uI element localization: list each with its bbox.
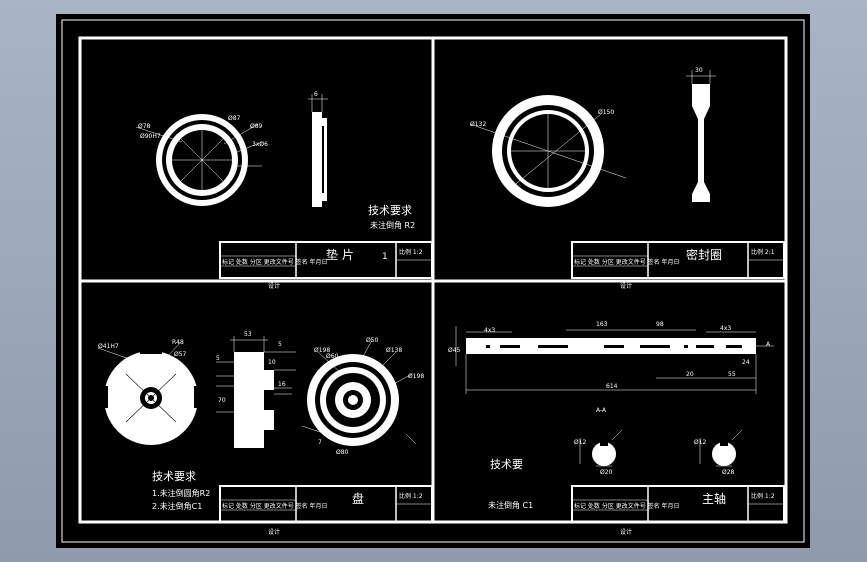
dim-label: Ø45 — [448, 347, 461, 354]
dim-label: 614 — [606, 383, 618, 390]
dim-label: 5 — [216, 355, 220, 362]
dim-label: 10 — [268, 359, 276, 366]
dim-label: 6 — [314, 91, 318, 98]
title-block-columns: 标记 处数 分区 更改文件号 签名 年月日 — [222, 258, 328, 266]
seal-ring-side-view — [692, 84, 710, 202]
part-name: 主轴 — [702, 491, 726, 506]
tech-requirements-note: 2.未注倒角C1 — [152, 501, 202, 511]
tech-requirements-note: 未注倒角 R2 — [370, 220, 415, 230]
panel-seal-ring: Ø132 Ø150 30 标记 处数 分区 更改文件号 签名 年月日 密封圈 比… — [469, 67, 785, 290]
dim-label: Ø57 — [174, 351, 187, 358]
dim-label: Ø50 — [366, 337, 379, 344]
panel-disc: Ø41H7 R48 Ø57 53 5 10 5 16 70 — [97, 331, 433, 536]
tech-requirements-title: 技术要 — [490, 458, 523, 471]
dim-label: 53 — [244, 331, 252, 338]
part-name: 垫 片 — [326, 247, 354, 262]
tech-requirements-title: 技术要求 — [368, 204, 412, 217]
dim-label: 98 — [656, 321, 664, 328]
dim-label: 163 — [596, 321, 608, 328]
drawing-sheet: Ø78 Ø87 Ø89 Ø90H7 3xØ6 6 技术要求 未注倒角 R2 标记… — [56, 14, 810, 548]
title-block-columns: 标记 处数 分区 更改文件号 签名 年月日 — [222, 502, 328, 510]
dim-label: Ø60 — [326, 353, 339, 360]
dim-label: A — [766, 341, 771, 348]
dim-label: 4x3 — [484, 327, 495, 334]
tech-requirements-note: 1.未注倒圆角R2 — [152, 488, 210, 498]
title-block-columns: 标记 处数 分区 更改文件号 签名 年月日 — [574, 502, 680, 510]
dim-label: 5 — [278, 341, 282, 348]
dim-label: Ø12 — [574, 439, 587, 446]
disc-side-view — [234, 352, 264, 448]
dim-label: Ø80 — [336, 449, 349, 456]
cad-drawing: Ø78 Ø87 Ø89 Ø90H7 3xØ6 6 技术要求 未注倒角 R2 标记… — [61, 19, 805, 543]
panel-gasket: Ø78 Ø87 Ø89 Ø90H7 3xØ6 6 技术要求 未注倒角 R2 标记… — [135, 91, 433, 290]
dim-label: R48 — [172, 339, 184, 346]
dim-label: Ø87 — [228, 115, 241, 122]
dim-label: 30 — [695, 67, 703, 74]
dim-label: Ø41H7 — [98, 343, 119, 350]
dim-label: Ø89 — [250, 123, 263, 130]
dim-label: Ø132 — [470, 121, 486, 128]
dim-label: Ø90H7 — [140, 133, 161, 140]
part-count: 1 — [382, 252, 388, 262]
dim-label: Ø198 — [408, 373, 424, 380]
dim-label: Ø20 — [600, 469, 613, 476]
dim-label: 4x3 — [720, 325, 731, 332]
title-block-footer: 设计 — [620, 282, 632, 290]
dim-label: 20 — [686, 371, 694, 378]
dim-label: Ø12 — [694, 439, 707, 446]
dim-label: 70 — [218, 397, 226, 404]
dim-label: 7 — [318, 439, 322, 446]
shaft-section-right — [712, 442, 736, 466]
tech-requirements-note: 未注倒角 C1 — [488, 500, 533, 510]
panel-main-shaft: 4x3 163 98 4x3 A 614 20 55 24 A-A Ø12 Ø2… — [448, 321, 785, 536]
dim-label: 24 — [742, 359, 750, 366]
dim-label: Ø138 — [386, 347, 402, 354]
part-scale: 比例 1:2 — [399, 492, 423, 500]
part-name: 盘 — [352, 491, 364, 506]
title-block-footer: 设计 — [268, 528, 280, 536]
dim-label: Ø198 — [314, 347, 330, 354]
part-scale: 比例 1:2 — [751, 492, 775, 500]
title-block-footer: 设计 — [620, 528, 632, 536]
shaft-section-left — [592, 442, 616, 466]
dim-label: Ø28 — [722, 469, 735, 476]
title-block-footer: 设计 — [268, 282, 280, 290]
part-scale: 比例 2:1 — [751, 248, 775, 256]
dim-label: 3xØ6 — [252, 141, 268, 148]
part-name: 密封圈 — [686, 247, 722, 262]
dim-label: 16 — [278, 381, 286, 388]
section-label: A-A — [596, 407, 607, 414]
title-block-columns: 标记 处数 分区 更改文件号 签名 年月日 — [574, 258, 680, 266]
tech-requirements-title: 技术要求 — [152, 470, 196, 483]
dim-label: 55 — [728, 371, 736, 378]
gasket-side-view — [312, 112, 322, 207]
part-scale: 比例 1:2 — [399, 248, 423, 256]
dim-label: Ø78 — [138, 123, 151, 130]
dim-label: Ø150 — [598, 109, 614, 116]
outer-border — [61, 19, 805, 543]
